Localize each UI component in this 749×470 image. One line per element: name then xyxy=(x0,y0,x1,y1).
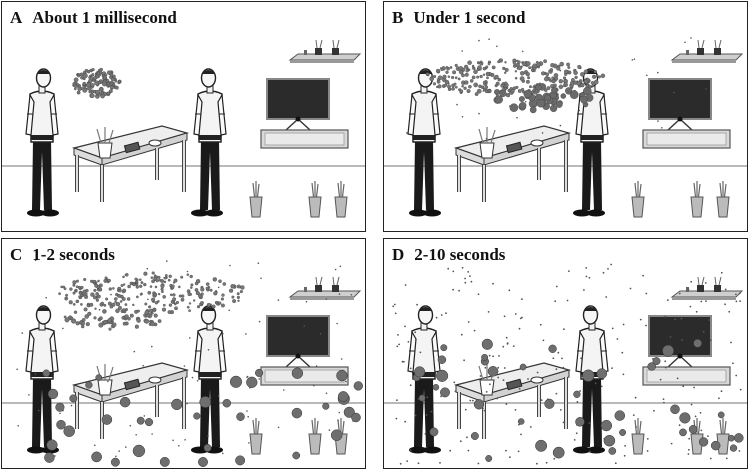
person-left xyxy=(407,68,441,217)
table xyxy=(71,125,190,202)
panel-a: A About 1 millisecond xyxy=(1,1,366,232)
person-right xyxy=(191,305,227,454)
panel-title: 1-2 seconds xyxy=(32,245,115,264)
cup xyxy=(530,139,544,147)
panel-label: C 1-2 seconds xyxy=(10,245,115,265)
large-droplets xyxy=(412,338,744,462)
person-left xyxy=(25,68,59,217)
droplet-cloud xyxy=(493,83,594,114)
wall-shelf xyxy=(670,39,744,63)
panel-letter: B xyxy=(392,8,404,27)
television xyxy=(260,315,349,386)
aerosol-particles xyxy=(406,37,707,140)
television xyxy=(642,315,731,386)
phone xyxy=(505,378,523,391)
panel-letter: C xyxy=(10,245,23,264)
vase xyxy=(479,142,495,159)
wall-shelf xyxy=(288,276,362,300)
cup xyxy=(530,376,544,384)
table xyxy=(453,362,572,439)
panel-letter: A xyxy=(10,8,23,27)
scene-illustration xyxy=(384,263,747,465)
phone xyxy=(123,141,141,154)
plant-pot xyxy=(690,418,704,455)
panel-label: D 2-10 seconds xyxy=(392,245,505,265)
plant-pot xyxy=(631,418,645,455)
panel-title: Under 1 second xyxy=(413,8,526,27)
plant-pot xyxy=(716,181,730,218)
panel-d: D 2-10 seconds xyxy=(383,238,748,469)
plant-pot xyxy=(690,181,704,218)
plant-pot xyxy=(249,181,263,218)
scene-illustration xyxy=(2,259,365,467)
person-left xyxy=(407,305,441,454)
table xyxy=(71,362,190,439)
table xyxy=(453,125,572,202)
person-right xyxy=(191,68,227,217)
vase xyxy=(479,379,495,396)
person-right xyxy=(573,305,609,454)
person-left xyxy=(25,305,59,454)
panel-c: C 1-2 seconds xyxy=(1,238,366,469)
panel-letter: D xyxy=(392,245,405,264)
plant-pot xyxy=(249,418,263,455)
plant-pot xyxy=(334,181,348,218)
scene-illustration xyxy=(384,37,747,218)
television xyxy=(260,78,349,149)
panel-b: B Under 1 second xyxy=(383,1,748,232)
panel-title: About 1 millisecond xyxy=(32,8,177,27)
plant-pot xyxy=(308,181,322,218)
cup xyxy=(148,376,162,384)
wall-shelf xyxy=(670,276,744,300)
plant-pot xyxy=(716,418,730,455)
television xyxy=(642,78,731,149)
phone xyxy=(505,141,523,154)
scene-illustration xyxy=(2,39,365,218)
vase xyxy=(97,379,113,396)
panel-label: B Under 1 second xyxy=(392,8,525,28)
panel-title: 2-10 seconds xyxy=(414,245,506,264)
droplet-cloud xyxy=(425,58,606,98)
cup xyxy=(148,139,162,147)
wall-shelf xyxy=(288,39,362,63)
vase xyxy=(97,142,113,159)
droplet-cloud xyxy=(63,307,162,331)
phone xyxy=(123,378,141,391)
plant-pot xyxy=(308,418,322,455)
large-droplets xyxy=(42,367,363,467)
plant-pot xyxy=(631,181,645,218)
droplet-cloud xyxy=(72,67,122,99)
panel-label: A About 1 millisecond xyxy=(10,8,177,28)
aerosol-particles xyxy=(392,263,742,465)
